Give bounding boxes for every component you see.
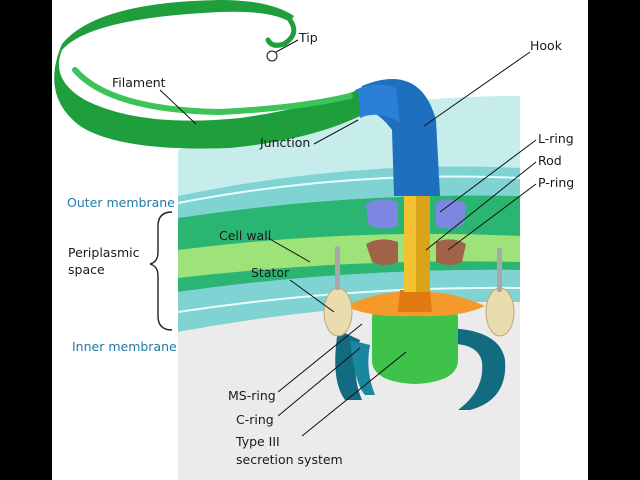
leader-type3 [301, 351, 407, 437]
stator-left [323, 287, 353, 337]
leader-stator [289, 279, 335, 313]
tip-marker [266, 50, 278, 62]
label-periplasmic-line2: space [68, 262, 105, 277]
c-ring-front [350, 340, 375, 395]
p-ring-right [436, 239, 466, 265]
filament [54, 0, 361, 149]
label-junction: Junction [259, 135, 310, 150]
type3-secretion-system [372, 300, 458, 384]
leader-junction [313, 119, 359, 145]
label-ms-ring: MS-ring [228, 388, 276, 403]
leader-ms-ring [277, 323, 363, 393]
label-stator: Stator [251, 265, 290, 280]
c-ring-right [445, 328, 506, 410]
stator-right-rod [497, 248, 502, 292]
outer-membrane-line [177, 175, 521, 204]
ms-ring-center [398, 290, 432, 312]
stator-right [485, 287, 515, 337]
filament-tip-curl [265, 17, 297, 48]
leader-c-ring [277, 347, 361, 417]
leader-p-ring [447, 183, 537, 251]
stator-left-rod [335, 246, 340, 290]
inner-membrane-line [177, 286, 521, 313]
l-ring-right [436, 199, 466, 229]
leader-rod [425, 161, 537, 251]
label-outer-membrane: Outer membrane [67, 195, 175, 210]
periplasm-brace [149, 211, 173, 331]
label-tip: Tip [298, 30, 318, 45]
label-c-ring: C-ring [236, 412, 274, 427]
l-ring [366, 199, 398, 229]
label-cell-wall: Cell wall [219, 228, 271, 243]
hook-junction-cap [355, 84, 400, 122]
cell-wall-band [178, 233, 520, 278]
label-l-ring: L-ring [538, 131, 574, 146]
leader-hook [423, 51, 531, 127]
leader-l-ring [439, 139, 537, 213]
label-type3-line2: secretion system [236, 452, 343, 467]
rod-shade [416, 192, 430, 292]
label-rod: Rod [538, 153, 562, 168]
leader-tip [275, 39, 299, 53]
p-ring [366, 239, 398, 265]
label-hook: Hook [530, 38, 563, 53]
leader-cell-wall [267, 237, 311, 263]
label-p-ring: P-ring [538, 175, 574, 190]
label-periplasmic-line1: Periplasmic [68, 245, 140, 260]
label-inner-membrane: Inner membrane [72, 339, 177, 354]
label-type3-line1: Type III [235, 434, 280, 449]
leader-filament [159, 89, 197, 125]
filament-highlight [72, 67, 353, 116]
label-filament: Filament [112, 75, 166, 90]
